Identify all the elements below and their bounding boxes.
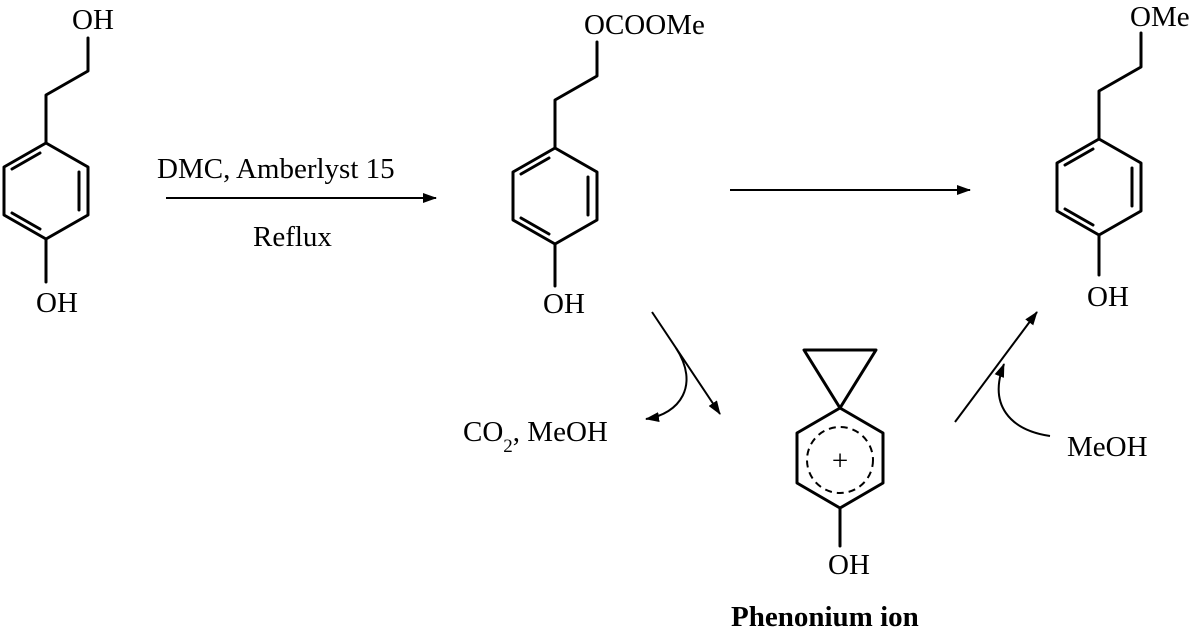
reagents-label: DMC, Amberlyst 15 [157, 153, 395, 185]
phenol-oh-label: OH [828, 549, 870, 581]
top-substituent-label: OCOOMe [584, 9, 705, 41]
nucleophile-curved-arrow [994, 363, 1051, 437]
benzene-ring [511, 146, 599, 246]
positive-charge-label: + [832, 445, 848, 477]
ethyl-chain [1097, 31, 1143, 141]
arrow-to-phenonium [651, 311, 721, 415]
phenol-oh-label: OH [36, 287, 78, 319]
benzene-ring [1055, 137, 1143, 237]
carbonate-intermediate: OCOOMe OH [511, 9, 705, 320]
ethyl-chain [553, 40, 599, 150]
top-substituent-label: OH [72, 4, 114, 36]
conditions-label: Reflux [253, 221, 332, 253]
delocalized-charge-circle [806, 426, 874, 494]
phenonium-caption: Phenonium ion [731, 601, 919, 633]
phenol-oh-label: OH [1087, 281, 1129, 313]
byproduct-curved-arrow [645, 347, 688, 423]
ethyl-chain [44, 36, 90, 145]
phenonium-ion: + OH Phenonium ion [731, 348, 919, 633]
arrow-from-phenonium [954, 311, 1038, 423]
cyclopropane-ring [802, 348, 878, 410]
phenol-oh-label: OH [543, 288, 585, 320]
byproduct-label: CO2, MeOH [463, 416, 608, 457]
top-substituent-label: OMe [1130, 1, 1190, 33]
benzene-ring [2, 141, 90, 241]
starting-material: OH OH [2, 4, 114, 319]
methyl-ether-product: OMe OH [1055, 1, 1190, 313]
nucleophile-label: MeOH [1067, 431, 1148, 463]
